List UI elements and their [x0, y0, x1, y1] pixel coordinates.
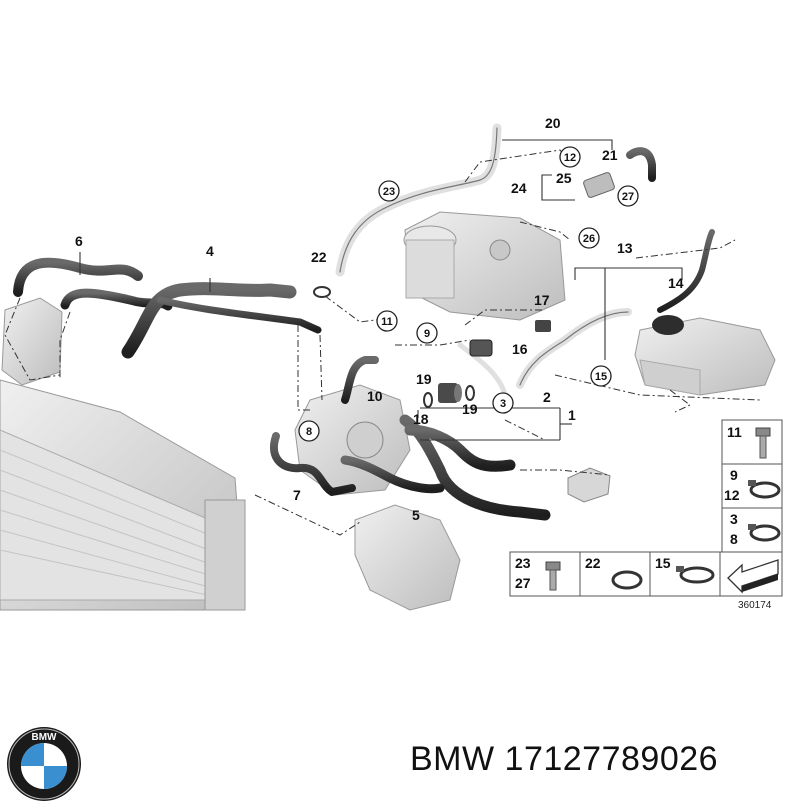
- hose-21: [626, 147, 656, 182]
- callout-labels: 20 21 25 24 6 4 22 13 14 17 16 19 19 10 …: [75, 115, 684, 523]
- legend-11: 11: [727, 424, 742, 440]
- callout-18: 18: [413, 411, 429, 427]
- callout-19a: 19: [416, 371, 432, 387]
- callout-20: 20: [545, 115, 561, 131]
- legend-27: 27: [515, 575, 531, 591]
- bracket-24: [541, 174, 552, 188]
- parts-legend: 11 9 12 3 8 23 27 22 15: [509, 419, 783, 611]
- hose-4-branch: [156, 296, 322, 334]
- legend-23: 23: [515, 555, 531, 571]
- o-ring-22: [313, 286, 331, 298]
- legend-8: 8: [730, 531, 738, 547]
- bracket-24b: [541, 188, 575, 201]
- callout-24: 24: [511, 180, 527, 196]
- hose-clamp-icon: [676, 566, 715, 584]
- hose-5: [340, 455, 445, 494]
- callout-10: 10: [367, 388, 383, 404]
- callout-3: 3: [500, 398, 506, 410]
- callout-27: 27: [622, 191, 634, 203]
- callout-26: 26: [583, 233, 595, 245]
- hose-clamp-icon: [748, 524, 781, 542]
- pump-housing-left: [1, 297, 63, 386]
- hose-7: [270, 432, 356, 496]
- bushing-18: [438, 383, 462, 403]
- callout-25: 25: [556, 170, 572, 186]
- callout-1: 1: [568, 407, 576, 423]
- legend-3: 3: [730, 511, 738, 527]
- o-ring-19b: [465, 385, 475, 401]
- bmw-logo-icon: BMW: [7, 727, 81, 801]
- bracket-20: [502, 139, 613, 150]
- callout-4: 4: [206, 243, 214, 259]
- hose-14: [657, 229, 715, 313]
- callout-9: 9: [424, 328, 430, 340]
- callout-5: 5: [412, 507, 420, 523]
- hose-6: [13, 257, 143, 297]
- bolt-icon: [545, 561, 561, 591]
- circled-callouts: [298, 146, 639, 442]
- callout-11: 11: [381, 316, 393, 328]
- diagram-reference-number: 360174: [738, 600, 772, 611]
- legend-22: 22: [585, 555, 601, 571]
- callout-19b: 19: [462, 401, 478, 417]
- coolant-sensor: [567, 467, 611, 503]
- hose-13-outline: [519, 311, 629, 386]
- thermostat-housing: [403, 211, 566, 321]
- callout-23: 23: [383, 186, 395, 198]
- direction-arrow-icon: [727, 559, 779, 594]
- connector-24: [583, 172, 615, 198]
- hose-23-outline: [339, 127, 498, 273]
- callout-17: 17: [534, 292, 550, 308]
- legend-12: 12: [724, 487, 740, 503]
- callout-15: 15: [595, 371, 607, 383]
- callout-16: 16: [512, 341, 528, 357]
- callout-13: 13: [617, 240, 633, 256]
- o-ring-19a: [423, 392, 433, 408]
- hose-clamp-icon: [748, 480, 781, 499]
- callout-22: 22: [311, 249, 327, 265]
- callout-14: 14: [668, 275, 684, 291]
- part-caption: BMW 17127789026: [410, 740, 718, 779]
- brand-name: BMW: [410, 740, 495, 778]
- expansion-tank: [634, 315, 776, 396]
- hose-17: [457, 342, 508, 398]
- callout-2: 2: [543, 389, 551, 405]
- bmw-logo-letters: BMW: [32, 732, 58, 743]
- callout-6: 6: [75, 233, 83, 249]
- callout-21: 21: [602, 147, 618, 163]
- hose-1: [404, 424, 516, 472]
- part-number: 17127789026: [504, 740, 719, 778]
- radiator: [0, 379, 246, 611]
- pump-body-lower: [354, 504, 461, 611]
- bracket-13: [574, 267, 683, 280]
- o-ring-icon: [611, 570, 643, 590]
- legend-9: 9: [730, 467, 738, 483]
- bolt-icon: [755, 427, 771, 459]
- valve-16: [469, 339, 493, 357]
- hose-4: [121, 282, 297, 359]
- circled-callout-labels: 12 27 23 26 11 9 15 3 8: [306, 152, 634, 438]
- callout-12: 12: [564, 152, 576, 164]
- legend-15: 15: [655, 555, 671, 571]
- water-pump: [294, 384, 411, 496]
- sensor-17: [535, 320, 551, 332]
- hose-10: [341, 356, 379, 404]
- callout-8: 8: [306, 426, 312, 438]
- callout-7: 7: [293, 487, 301, 503]
